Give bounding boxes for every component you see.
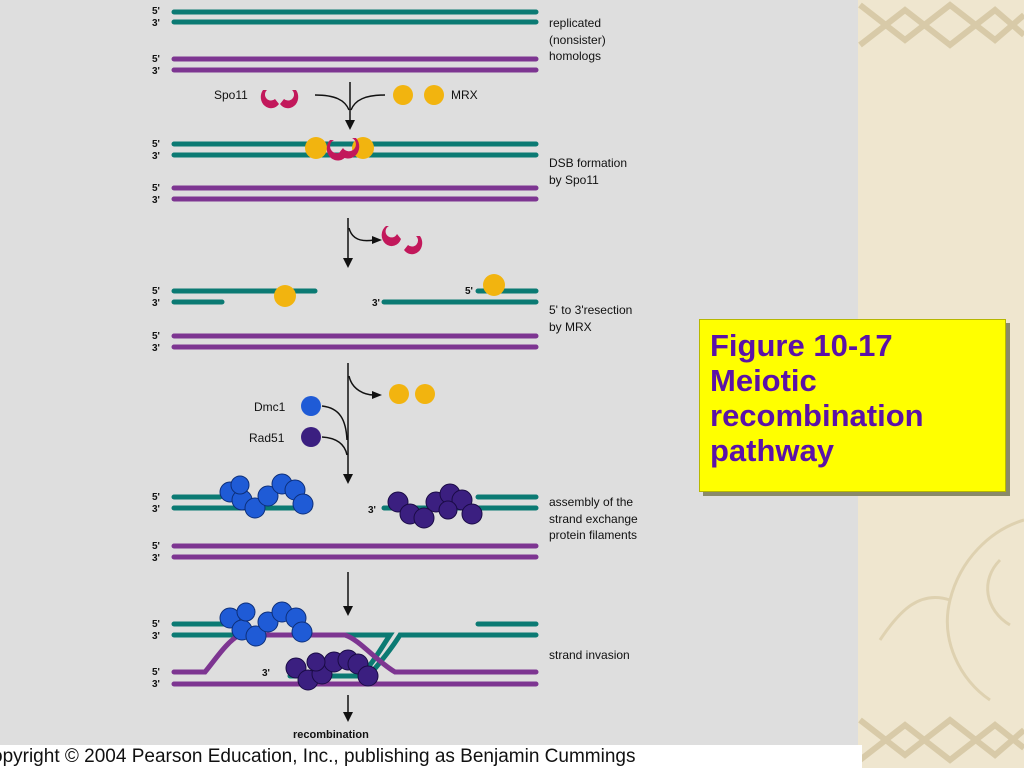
mrx-protein-icon: [274, 285, 296, 307]
recombination-label: recombination: [293, 729, 369, 741]
recombination-diagram: 5' 3' 5' 3' replicated (nonsister) homol…: [152, 6, 638, 741]
rad51-filament: [387, 483, 483, 529]
mrx-protein-icon: [305, 137, 327, 159]
spo11-protein-icon: [260, 90, 299, 109]
step-4-filament-assembly: 5' 3' 3' 5' 3' assembly of t: [152, 473, 638, 564]
strand-label: 3': [152, 631, 160, 642]
strand-label: 3': [368, 505, 376, 516]
strand-label: 3': [152, 66, 160, 77]
strand-label: 5': [152, 667, 160, 678]
spo11-release: [343, 218, 423, 268]
step-caption-line: 5' to 3'resection: [549, 303, 632, 317]
step-5-strand-invasion: 5' 3' 5' 3' 3' strand: [152, 601, 630, 691]
strand-label: 5': [152, 183, 160, 194]
step-caption-line: (nonsister): [549, 33, 606, 47]
step-caption-line: strand invasion: [549, 648, 630, 662]
strand-label: 3': [152, 298, 160, 309]
dmc1-filament: [219, 473, 314, 519]
mrx-protein-icon: [424, 85, 444, 105]
strand-label: 3': [372, 298, 380, 309]
mrx-protein-icon: [393, 85, 413, 105]
strand-label: 5': [152, 541, 160, 552]
arrow-to-recombination: recombination: [293, 695, 369, 741]
strand-label: 3': [152, 679, 160, 690]
strand-label: 3': [152, 151, 160, 162]
mrx-label: MRX: [451, 88, 478, 102]
spo11-mrx-entry: Spo11 MRX: [214, 82, 478, 130]
dmc1-filament: [219, 601, 313, 647]
mrx-protein-icon: [483, 274, 505, 296]
spo11-label: Spo11: [214, 88, 248, 102]
spo11-protein-icon: [326, 138, 360, 161]
strand-label: 5': [152, 492, 160, 503]
strand-label: 3': [152, 195, 160, 206]
rad51-label: Rad51: [249, 431, 285, 445]
step-caption-line: replicated: [549, 16, 601, 30]
step-caption-line: assembly of the: [549, 495, 633, 509]
strand-label: 3': [152, 504, 160, 515]
strand-label: 5': [465, 286, 473, 297]
figure-title: Meiotic recombination pathway: [710, 363, 924, 468]
strand-label: 5': [152, 6, 160, 17]
rad51-protein-icon: [301, 427, 321, 447]
step-caption-line: homologs: [549, 49, 601, 63]
step-caption-line: strand exchange: [549, 512, 638, 526]
strand-label: 3': [152, 18, 160, 29]
spo11-protein-icon: [381, 226, 423, 255]
strand-label: 5': [152, 54, 160, 65]
step-caption-line: by Spo11: [549, 173, 599, 187]
strand-label: 5': [152, 286, 160, 297]
step-2-dsb-formation: 5' 3' 5' 3' DSB formation by Spo11: [152, 137, 627, 206]
copyright-notice: opyright © 2004 Pearson Education, Inc.,…: [0, 745, 862, 768]
mrx-protein-icon: [415, 384, 435, 404]
dmc1-protein-icon: [301, 396, 321, 416]
dmc1-label: Dmc1: [254, 400, 286, 414]
figure-caption-box: Figure 10-17 Meiotic recombination pathw…: [699, 319, 1006, 492]
strand-label: 5': [152, 331, 160, 342]
dmc1-rad51-entry: Dmc1 Rad51: [249, 363, 435, 484]
figure-number: Figure 10-17: [710, 328, 893, 363]
step-1-replicated-homologs: 5' 3' 5' 3' replicated (nonsister) homol…: [152, 6, 606, 77]
strand-label: 5': [152, 619, 160, 630]
step-3-resection: 5' 3' 3' 5' 5' 3' 5' to 3'resection by M…: [152, 274, 632, 354]
strand-label: 3': [152, 553, 160, 564]
step-caption-line: by MRX: [549, 320, 592, 334]
strand-label: 5': [152, 139, 160, 150]
strand-label: 3': [262, 668, 270, 679]
step-caption-line: DSB formation: [549, 156, 627, 170]
strand-label: 3': [152, 343, 160, 354]
arrow-to-invasion: [343, 572, 353, 616]
step-caption-line: protein filaments: [549, 528, 637, 542]
rad51-filament: [285, 649, 379, 691]
mrx-protein-icon: [389, 384, 409, 404]
